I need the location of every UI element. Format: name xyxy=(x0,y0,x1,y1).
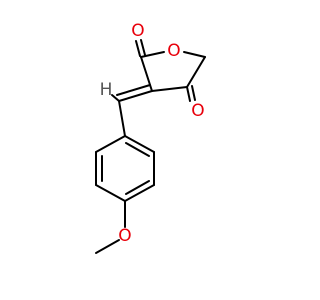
bond-ring-o-ch2 xyxy=(183,51,206,58)
bond-c4-carbonyl-o-a xyxy=(186,86,191,102)
atom-label-methoxy-o: O xyxy=(118,226,131,246)
bond-ar-inner-2 xyxy=(125,180,150,195)
bond-ar-inner-1 xyxy=(125,142,150,157)
bond-c4-c3 xyxy=(151,86,188,92)
molecule-structure-diagram: O O O H O xyxy=(95,21,206,254)
bond-methoxy-o-ch3 xyxy=(95,239,120,254)
bond-ar-6-1 xyxy=(95,135,126,153)
bond-ar-1-2 xyxy=(124,135,155,153)
bond-c3-exo-ch-b xyxy=(116,84,151,96)
bond-exo-ch-aryl xyxy=(118,100,126,137)
bond-c4-carbonyl-o-b xyxy=(191,85,196,101)
bond-ar-3-4 xyxy=(124,184,155,202)
bond-exo-ch-h xyxy=(111,94,120,102)
bond-ar-4-5 xyxy=(95,184,126,202)
atom-label-ring-o: O xyxy=(167,41,180,61)
atom-label-carbonyl-o1: O xyxy=(131,21,144,41)
bond-c3-exo-ch-a xyxy=(118,90,153,102)
bond-ch2-c4 xyxy=(186,56,206,88)
atom-label-vinyl-h: H xyxy=(100,80,113,100)
bond-c1-ring-o xyxy=(140,51,165,58)
atom-label-carbonyl-o2: O xyxy=(191,101,204,121)
bond-c1-carbonyl-o-b xyxy=(140,39,146,56)
bond-c1-carbonyl-o-a xyxy=(135,40,141,57)
